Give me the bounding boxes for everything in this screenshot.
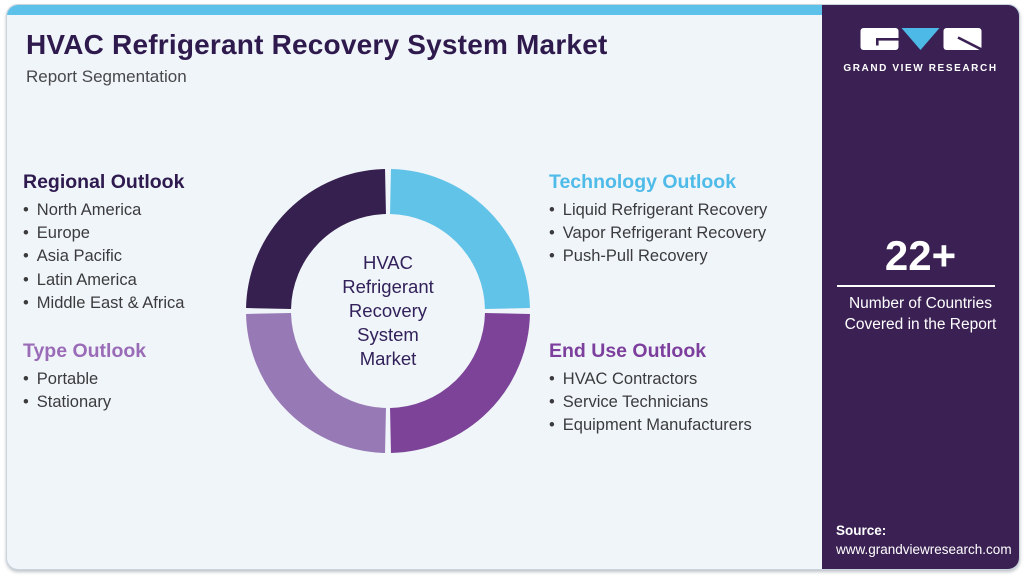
gvr-logo: GRAND VIEW RESEARCH (822, 27, 1019, 74)
list-item: Latin America (23, 269, 293, 292)
regional-outlook-list: North AmericaEuropeAsia PacificLatin Ame… (23, 199, 293, 315)
type-outlook-list: PortableStationary (23, 368, 293, 414)
list-item: HVAC Contractors (549, 368, 819, 391)
stat-value: 22+ (884, 232, 957, 279)
source-block: Source: www.grandviewresearch.com (836, 521, 1012, 559)
type-outlook-heading: Type Outlook (23, 340, 147, 362)
end-use-outlook-section: End Use Outlook HVAC ContractorsService … (549, 338, 819, 438)
list-item: Europe (23, 222, 293, 245)
list-item: Number of Countries (848, 295, 992, 312)
gvr-logo-text: GRAND VIEW RESEARCH (843, 63, 998, 74)
donut-segment-technology (389, 169, 530, 310)
gvr-logo-icon (860, 28, 982, 51)
list-item: Service Technicians (549, 391, 819, 414)
list-item: Market (359, 348, 417, 369)
technology-outlook-list: Liquid Refrigerant RecoveryVapor Refrige… (549, 199, 819, 269)
list-item: Equipment Manufacturers (549, 414, 819, 437)
list-item: Vapor Refrigerant Recovery (549, 222, 819, 245)
source-label: Source: (836, 523, 887, 538)
donut-segment-end-use (389, 312, 530, 453)
end-use-outlook-heading: End Use Outlook (549, 340, 707, 362)
list-item: Middle East & Africa (23, 292, 293, 315)
technology-outlook-section: Technology Outlook Liquid Refrigerant Re… (549, 169, 819, 269)
regional-outlook-section: Regional Outlook North AmericaEuropeAsia… (23, 169, 293, 315)
top-accent-bar (7, 5, 1019, 15)
stat-divider (837, 285, 995, 287)
list-item: Liquid Refrigerant Recovery (549, 199, 819, 222)
donut-segment-type (246, 312, 387, 453)
list-item: Asia Pacific (23, 245, 293, 268)
header: HVAC Refrigerant Recovery System Market … (26, 29, 608, 87)
donut-rings (246, 169, 530, 453)
technology-outlook-heading: Technology Outlook (549, 171, 737, 193)
regional-outlook-heading: Regional Outlook (23, 171, 185, 193)
list-item: Refrigerant (342, 276, 434, 297)
list-item: System (357, 324, 419, 345)
end-use-outlook-list: HVAC ContractorsService TechniciansEquip… (549, 368, 819, 438)
sidebar: GRAND VIEW RESEARCH 22+ Number of Countr… (822, 5, 1019, 569)
list-item: Stationary (23, 391, 293, 414)
page-title: HVAC Refrigerant Recovery System Market (26, 29, 608, 60)
list-item: Push-Pull Recovery (549, 245, 819, 268)
infographic-card: HVAC Refrigerant Recovery System Market … (6, 4, 1020, 570)
list-item: Covered in the Report (844, 315, 997, 333)
source-url: www.grandviewresearch.com (836, 542, 1012, 557)
page-subtitle: Report Segmentation (26, 67, 187, 86)
type-outlook-section: Type Outlook PortableStationary (23, 338, 293, 414)
list-item: North America (23, 199, 293, 222)
donut-segment-regional (246, 169, 387, 310)
list-item: HVAC (362, 252, 413, 273)
list-item: Recovery (348, 300, 428, 321)
list-item: Portable (23, 368, 293, 391)
